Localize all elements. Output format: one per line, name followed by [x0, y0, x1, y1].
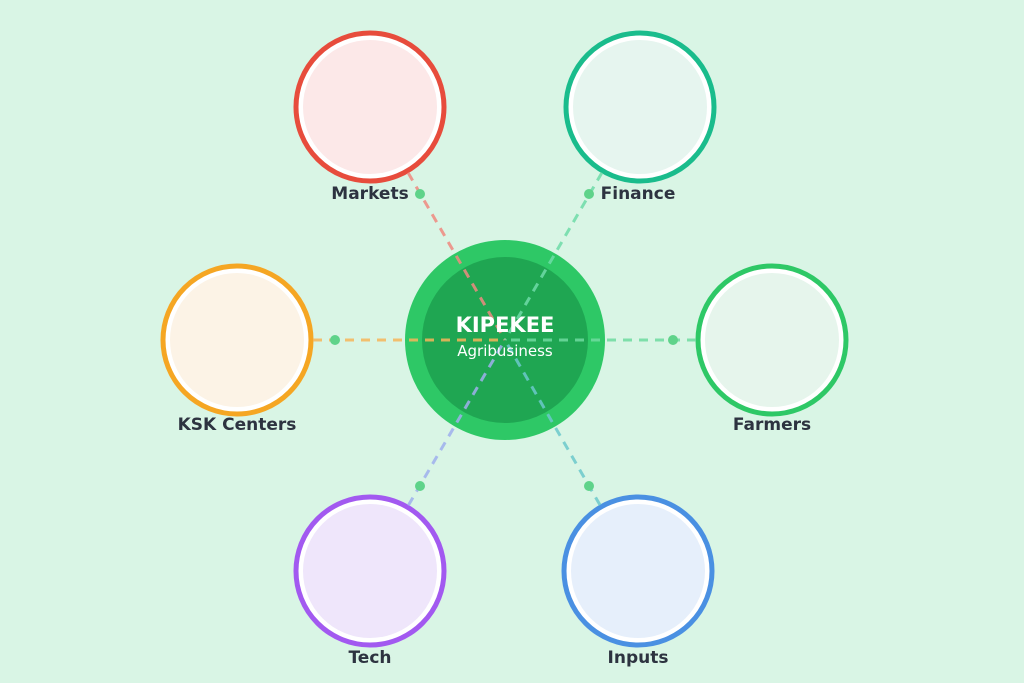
node-ksk-centers[interactable]	[160, 263, 314, 417]
connector-dot	[668, 335, 678, 345]
node-label-ksk-centers: KSK Centers	[178, 415, 297, 435]
connector-dot	[415, 189, 425, 199]
node-finance[interactable]	[563, 30, 717, 184]
node-markets[interactable]	[293, 30, 447, 184]
node-inner-fill	[303, 504, 437, 638]
node-label-inputs: Inputs	[608, 648, 669, 668]
connector-finance	[503, 172, 604, 341]
connector-dot	[415, 481, 425, 491]
node-inner-fill	[303, 40, 437, 174]
node-farmers[interactable]	[695, 263, 849, 417]
node-label-finance: Finance	[601, 184, 676, 204]
connector-dot	[584, 189, 594, 199]
node-inner-fill	[705, 273, 839, 407]
center-subtitle: Agribusiness	[457, 342, 553, 360]
center-title: KIPEKEE	[456, 313, 555, 337]
node-label-farmers: Farmers	[733, 415, 811, 435]
node-inner-fill	[573, 40, 707, 174]
node-inputs[interactable]	[561, 494, 715, 648]
node-tech[interactable]	[293, 494, 447, 648]
connector-markets	[406, 172, 507, 341]
node-label-markets: Markets	[331, 184, 408, 204]
node-inner-fill	[170, 273, 304, 407]
connector-dot	[584, 481, 594, 491]
connector-dot	[330, 335, 340, 345]
node-inner-fill	[571, 504, 705, 638]
node-label-tech: Tech	[348, 648, 391, 668]
